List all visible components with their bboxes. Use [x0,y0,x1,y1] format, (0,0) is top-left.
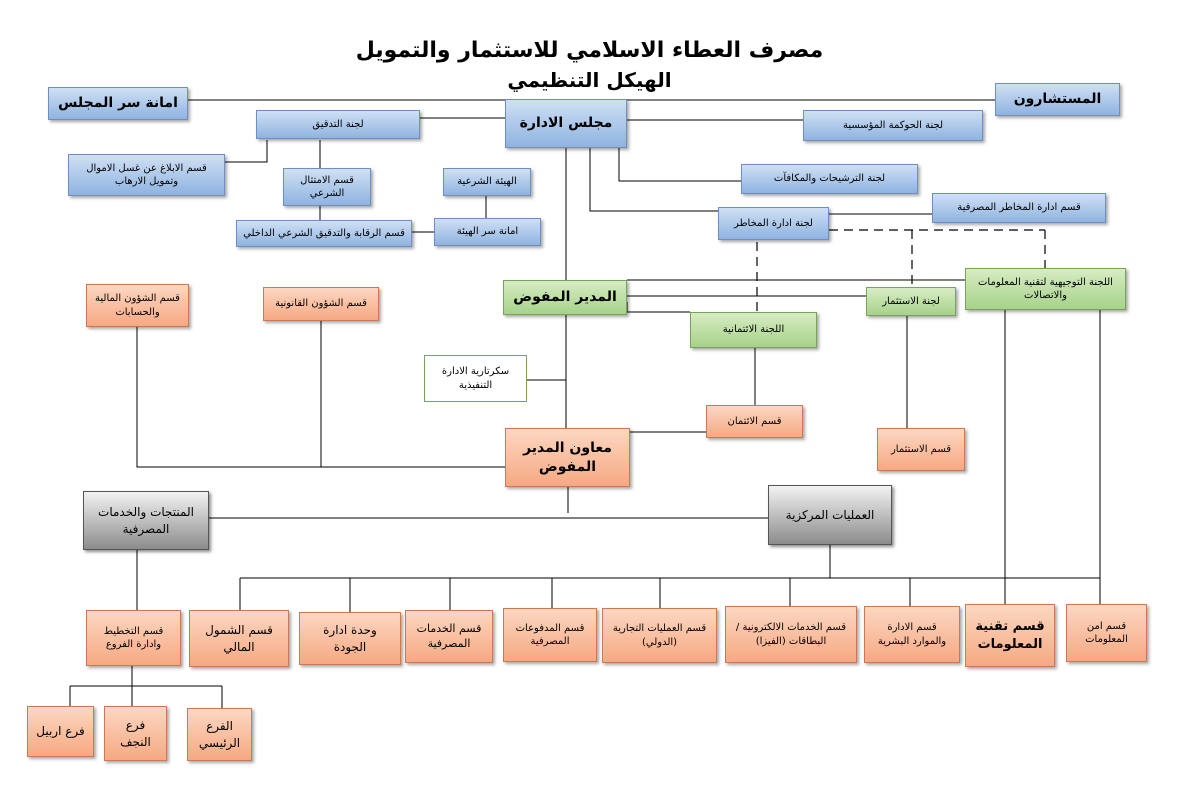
node-risk-dept[interactable]: قسم ادارة المخاطر المصرفية [932,193,1106,223]
node-internal-audit[interactable]: قسم الرقابة والتدقيق الشرعي الداخلي [236,220,412,247]
node-planning-branches[interactable]: قسم التخطيط وادارة الفروع [86,610,181,666]
node-exec-secretariat[interactable]: سكرتارية الادارة التنفيذية [424,355,527,402]
node-products-services[interactable]: المنتجات والخدمات المصرفية [83,491,209,550]
node-it-dept[interactable]: قسم تقنية المعلومات [965,604,1055,667]
node-legal-dept[interactable]: قسم الشؤون القانونية [263,287,379,321]
node-investment-dept[interactable]: قسم الاستثمار [877,428,965,471]
node-branch-erbil[interactable]: فرع اربيل [27,706,94,757]
node-aml-dept[interactable]: قسم الابلاغ عن غسل الاموال وتمويل الارها… [68,154,225,196]
node-credit-committee[interactable]: اللجنة الائتمانية [690,312,817,348]
node-audit-committee[interactable]: لجنة التدقيق [256,110,420,139]
node-advisors[interactable]: المستشارون [995,83,1120,116]
node-branch-najaf[interactable]: فرع النجف [104,706,167,761]
node-sharia-board[interactable]: الهيئة الشرعية [443,168,531,196]
node-banking-services[interactable]: قسم الخدمات المصرفية [405,610,493,663]
org-subtitle: الهيكل التنظيمي [507,68,672,92]
node-financial-inclusion[interactable]: قسم الشمول المالي [189,610,289,667]
node-central-operations[interactable]: العمليات المركزية [768,485,892,545]
org-title: مصرف العطاء الاسلامي للاستثمار والتمويل [355,38,824,63]
node-finance-dept[interactable]: قسم الشؤون المالية والحسابات [86,284,189,327]
node-credit-dept[interactable]: قسم الائتمان [706,405,803,438]
node-risk-committee[interactable]: لجنة ادارة المخاطر [718,207,829,240]
node-trade-operations[interactable]: قسم العمليات التجارية (الدولي) [602,608,717,663]
node-sharia-secretariat[interactable]: امانة سر الهيئة [434,218,541,246]
node-board[interactable]: مجلس الادارة [505,99,627,148]
node-deputy-ceo[interactable]: معاون المدير المفوض [505,428,630,487]
node-info-security[interactable]: قسم امن المعلومات [1066,604,1147,662]
node-branch-main[interactable]: الفرع الرئيسي [187,708,252,761]
node-quality-unit[interactable]: وحدة ادارة الجودة [299,612,401,665]
node-payments-dept[interactable]: قسم المدفوعات المصرفية [503,608,597,662]
node-governance-committee[interactable]: لجنة الحوكمة المؤسسية [803,110,983,141]
node-hr-dept[interactable]: قسم الادارة والموارد البشرية [864,606,960,663]
node-investment-committee[interactable]: لجنة الاستثمار [866,287,956,316]
node-nomination-committee[interactable]: لجنة الترشيحات والمكافآت [741,164,918,194]
node-it-steering-committee[interactable]: اللجنة التوجيهية لتقنية المعلومات والاتص… [965,268,1126,310]
node-electronic-services[interactable]: قسم الخدمات الالكترونية / البطاقات (الفي… [725,606,857,663]
node-sharia-compliance[interactable]: قسم الامتثال الشرعي [283,168,371,206]
node-board-secretariat[interactable]: امانة سر المجلس [48,87,188,120]
node-ceo[interactable]: المدير المفوض [503,280,627,315]
